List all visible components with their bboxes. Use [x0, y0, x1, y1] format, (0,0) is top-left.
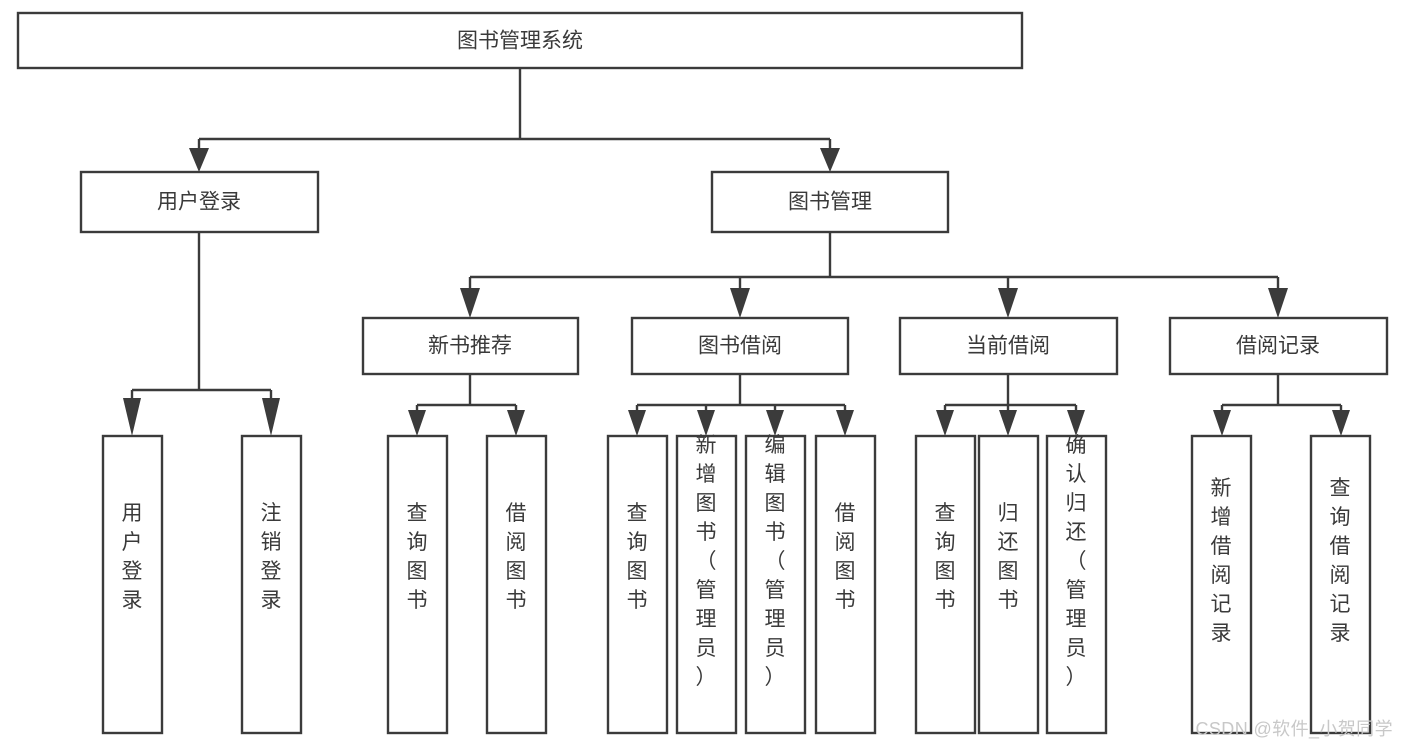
node-leaf-add-record-label: 新增借阅记录	[1211, 477, 1232, 645]
node-book-borrow-label: 图书借阅	[698, 335, 782, 358]
connector-group-borrow-record	[1213, 374, 1350, 436]
node-current-borrow-box[interactable]	[898, 316, 1119, 376]
node-leaf-return-book-label: 归还图书	[998, 502, 1019, 612]
node-new-book-recommend[interactable]: 新书推荐	[361, 316, 580, 376]
arrow-root-to-book-manage	[820, 148, 840, 172]
node-leaf-edit-book[interactable]: 编辑图书（管理员）	[744, 434, 807, 735]
node-new-book-recommend-box[interactable]	[361, 316, 580, 376]
node-leaf-user-login[interactable]: 用户登录	[101, 434, 164, 735]
node-leaf-borrow-book-2[interactable]: 借阅图书	[814, 434, 877, 735]
node-leaf-query-record-box[interactable]	[1309, 434, 1372, 735]
node-leaf-query-book-2-box[interactable]	[606, 434, 669, 735]
node-user-login[interactable]: 用户登录	[79, 170, 320, 234]
node-leaf-query-book-1[interactable]: 查询图书	[386, 434, 449, 735]
arrow-root-to-user-login	[189, 148, 209, 172]
arrow-to-leaf-confirm-return	[1067, 410, 1085, 436]
arrow-to-borrow-record	[1268, 288, 1288, 318]
node-current-borrow-label: 当前借阅	[966, 335, 1050, 358]
node-leaf-logout-login-box[interactable]	[240, 434, 303, 735]
node-root-box[interactable]	[16, 11, 1024, 70]
node-leaf-confirm-return[interactable]: 确认归还（管理员）	[1045, 434, 1108, 735]
node-book-borrow[interactable]: 图书借阅	[630, 316, 850, 376]
arrow-to-leaf-edit-book	[766, 410, 784, 436]
node-leaf-query-book-3-box[interactable]	[914, 434, 977, 735]
node-leaf-add-book[interactable]: 新增图书（管理员）	[675, 434, 738, 735]
node-leaf-borrow-book-2-box[interactable]	[814, 434, 877, 735]
node-leaf-add-book-box[interactable]	[675, 434, 738, 735]
node-book-borrow-box[interactable]	[630, 316, 850, 376]
node-leaf-user-login-box[interactable]	[101, 434, 164, 735]
arrow-to-book-borrow	[730, 288, 750, 318]
node-leaf-query-book-2[interactable]: 查询图书	[606, 434, 669, 735]
node-leaf-edit-book-box[interactable]	[744, 434, 807, 735]
node-leaf-query-book-3-label: 查询图书	[935, 502, 956, 612]
node-leaf-add-record[interactable]: 新增借阅记录	[1190, 434, 1253, 735]
arrow-to-leaf-query-book-3	[936, 410, 954, 436]
arrow-to-leaf-query-book-2	[628, 410, 646, 436]
node-current-borrow[interactable]: 当前借阅	[898, 316, 1119, 376]
node-new-book-recommend-label: 新书推荐	[428, 335, 512, 358]
connector-group-new-book-recommend	[408, 374, 525, 436]
connector-group-book-borrow	[628, 374, 854, 436]
node-root-label: 图书管理系统	[457, 30, 583, 53]
node-book-manage-box[interactable]	[710, 170, 950, 234]
connector-group-book-manage	[460, 232, 1288, 318]
node-leaf-edit-book-label: 编辑图书（管理员）	[765, 434, 786, 689]
arrow-to-leaf-borrow-book-2	[836, 410, 854, 436]
node-leaf-confirm-return-label: 确认归还（管理员）	[1066, 434, 1087, 689]
node-leaf-borrow-book-1[interactable]: 借阅图书	[485, 434, 548, 735]
node-leaf-query-record[interactable]: 查询借阅记录	[1309, 434, 1372, 735]
connector-group-user-login	[123, 232, 280, 436]
connector-group-current-borrow	[936, 374, 1085, 436]
arrow-to-current-borrow	[998, 288, 1018, 318]
arrow-to-leaf-query-book-1	[408, 410, 426, 436]
node-leaf-logout-login-label: 注销登录	[261, 502, 282, 612]
node-user-login-label: 用户登录	[157, 191, 241, 214]
arrow-to-leaf-query-record	[1332, 410, 1350, 436]
node-root[interactable]: 图书管理系统	[16, 11, 1024, 70]
node-leaf-borrow-book-1-box[interactable]	[485, 434, 548, 735]
node-leaf-add-record-box[interactable]	[1190, 434, 1253, 735]
node-leaf-logout-login[interactable]: 注销登录	[240, 434, 303, 735]
node-leaf-return-book-box[interactable]	[977, 434, 1040, 735]
node-book-manage[interactable]: 图书管理	[710, 170, 950, 234]
node-leaf-query-book-1-label: 查询图书	[407, 502, 428, 612]
node-leaf-query-book-1-box[interactable]	[386, 434, 449, 735]
node-leaf-borrow-book-1-label: 借阅图书	[506, 502, 527, 612]
arrow-to-leaf-logout-login	[262, 398, 280, 436]
arrow-to-leaf-add-book	[697, 410, 715, 436]
arrow-to-leaf-add-record	[1213, 410, 1231, 436]
node-leaf-query-book-2-label: 查询图书	[627, 502, 648, 612]
arrow-to-leaf-borrow-book-1	[507, 410, 525, 436]
arrow-to-new-book-recommend	[460, 288, 480, 318]
node-leaf-return-book[interactable]: 归还图书	[977, 434, 1040, 735]
node-leaf-confirm-return-box[interactable]	[1045, 434, 1108, 735]
node-leaf-query-book-3[interactable]: 查询图书	[914, 434, 977, 735]
node-leaf-user-login-label: 用户登录	[122, 502, 143, 612]
node-leaf-query-record-label: 查询借阅记录	[1330, 477, 1351, 645]
node-borrow-record-label: 借阅记录	[1236, 335, 1320, 358]
arrow-to-leaf-return-book	[999, 410, 1017, 436]
node-leaf-add-book-label: 新增图书（管理员）	[696, 434, 717, 689]
node-leaf-borrow-book-2-label: 借阅图书	[835, 502, 856, 612]
connector-group-root	[189, 68, 840, 172]
node-borrow-record-box[interactable]	[1168, 316, 1389, 376]
node-borrow-record[interactable]: 借阅记录	[1168, 316, 1389, 376]
arrow-to-leaf-user-login	[123, 398, 141, 436]
node-book-manage-label: 图书管理	[788, 191, 872, 214]
node-user-login-box[interactable]	[79, 170, 320, 234]
